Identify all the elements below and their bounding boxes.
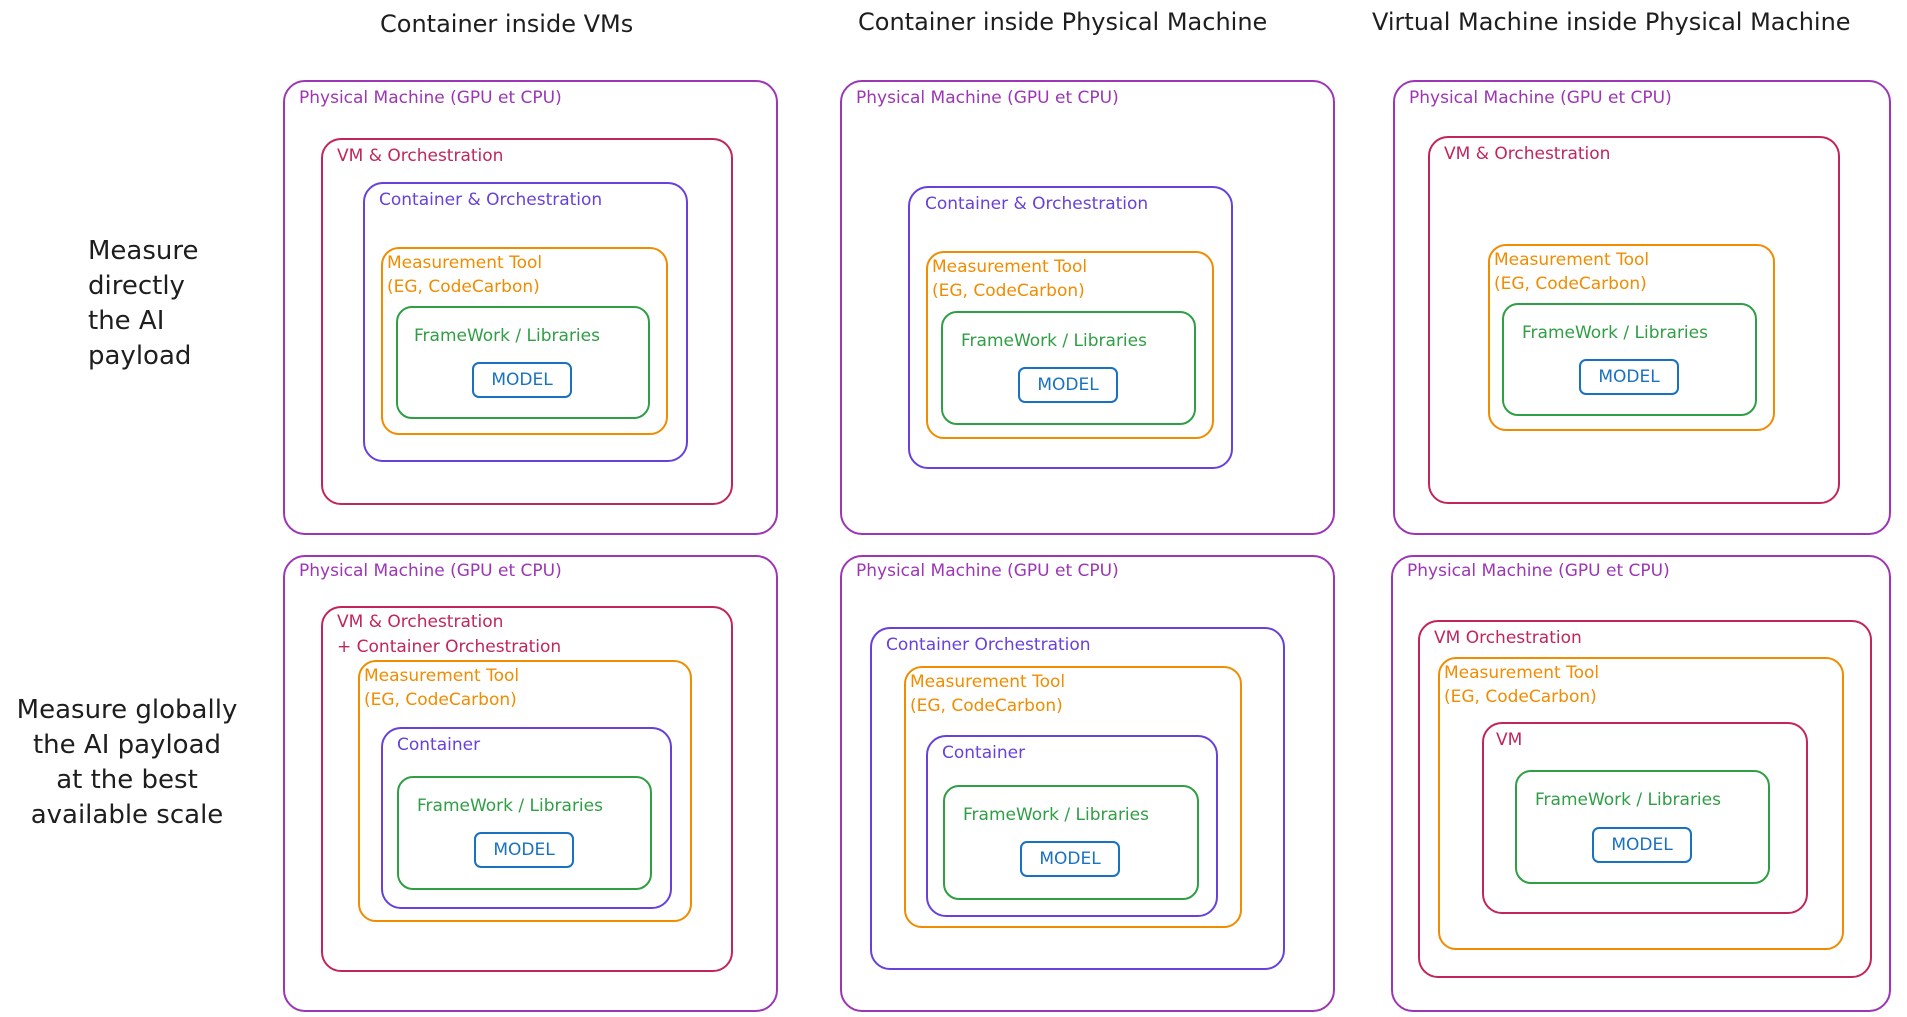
physical-machine-label: Physical Machine (GPU et CPU) [856, 88, 1119, 108]
column-title-vm-in-physical: Virtual Machine inside Physical Machine [1372, 8, 1851, 36]
framework-box: FrameWork / Libraries [1502, 303, 1757, 416]
container-orchestration-label: Container Orchestration [886, 635, 1091, 655]
vm-container-orchestration-label: VM & Orchestration + Container Orchestra… [337, 612, 562, 657]
vm-orchestration-label: VM Orchestration [1434, 628, 1582, 648]
framework-label: FrameWork / Libraries [414, 326, 600, 346]
physical-machine-label: Physical Machine (GPU et CPU) [856, 561, 1119, 581]
container-label: Container [397, 735, 481, 755]
measurement-tool-box: Measurement Tool (EG, CodeCarbon) [1488, 244, 1775, 431]
framework-label: FrameWork / Libraries [963, 805, 1149, 825]
container-orchestration-box: Container & Orchestration [908, 186, 1233, 469]
framework-label: FrameWork / Libraries [1535, 790, 1721, 810]
physical-machine-box: Physical Machine (GPU et CPU) [840, 555, 1335, 1012]
physical-machine-label: Physical Machine (GPU et CPU) [1407, 561, 1670, 581]
measurement-tool-label: Measurement Tool (EG, CodeCarbon) [932, 257, 1088, 301]
framework-label: FrameWork / Libraries [417, 796, 603, 816]
vm-orchestration-label: VM & Orchestration [1444, 144, 1611, 164]
framework-box: FrameWork / Libraries [397, 776, 652, 890]
measurement-tool-box: Measurement Tool (EG, CodeCarbon) [1438, 657, 1844, 950]
model-box: MODEL [1579, 359, 1679, 395]
framework-box: FrameWork / Libraries [1515, 770, 1770, 884]
measurement-tool-label: Measurement Tool (EG, CodeCarbon) [364, 666, 520, 710]
framework-label: FrameWork / Libraries [1522, 323, 1708, 343]
framework-box: FrameWork / Libraries [941, 311, 1196, 425]
row-label-measure-directly: Measure directly the AI payload [88, 236, 199, 371]
container-orchestration-label: Container & Orchestration [379, 190, 603, 210]
measurement-tool-box: Measurement Tool (EG, CodeCarbon) [926, 251, 1214, 439]
framework-box: FrameWork / Libraries [396, 306, 650, 419]
vm-orchestration-box: VM Orchestration [1418, 620, 1872, 978]
physical-machine-box: Physical Machine (GPU et CPU) [1393, 80, 1891, 535]
measurement-tool-box: Measurement Tool (EG, CodeCarbon) [381, 247, 668, 435]
container-orchestration-box: Container & Orchestration [363, 182, 688, 462]
container-orchestration-box: Container Orchestration [870, 627, 1285, 970]
measurement-tool-label: Measurement Tool (EG, CodeCarbon) [1494, 250, 1650, 294]
measurement-tool-box: Measurement Tool (EG, CodeCarbon) [904, 666, 1242, 928]
column-title-container-in-vms: Container inside VMs [380, 10, 634, 38]
model-box: MODEL [1592, 827, 1692, 863]
model-box: MODEL [474, 832, 574, 868]
framework-box: FrameWork / Libraries [943, 785, 1199, 900]
physical-machine-box: Physical Machine (GPU et CPU) [283, 555, 778, 1012]
model-box: MODEL [1018, 367, 1118, 403]
container-orchestration-label: Container & Orchestration [925, 194, 1149, 214]
vm-container-orchestration-box: VM & Orchestration + Container Orchestra… [321, 606, 733, 972]
measurement-tool-box: Measurement Tool (EG, CodeCarbon) [358, 660, 692, 922]
row-label-measure-globally: Measure globally the AI payload at the b… [16, 695, 238, 830]
physical-machine-label: Physical Machine (GPU et CPU) [299, 561, 562, 581]
physical-machine-label: Physical Machine (GPU et CPU) [1409, 88, 1672, 108]
physical-machine-box: Physical Machine (GPU et CPU) [840, 80, 1335, 535]
measurement-tool-label: Measurement Tool (EG, CodeCarbon) [387, 253, 543, 297]
physical-machine-label: Physical Machine (GPU et CPU) [299, 88, 562, 108]
framework-label: FrameWork / Libraries [961, 331, 1147, 351]
physical-machine-box: Physical Machine (GPU et CPU) [283, 80, 778, 535]
model-box: MODEL [1020, 841, 1120, 877]
vm-box: VM [1482, 722, 1808, 914]
vm-label: VM [1496, 730, 1523, 750]
container-box: Container [381, 727, 672, 909]
model-box: MODEL [472, 362, 572, 398]
measurement-tool-label: Measurement Tool (EG, CodeCarbon) [910, 672, 1066, 716]
vm-orchestration-label: VM & Orchestration [337, 146, 504, 166]
measurement-tool-label: Measurement Tool (EG, CodeCarbon) [1444, 663, 1600, 707]
vm-orchestration-box: VM & Orchestration [1428, 136, 1840, 504]
container-box: Container [926, 735, 1218, 917]
column-title-container-in-physical: Container inside Physical Machine [858, 8, 1268, 36]
physical-machine-box: Physical Machine (GPU et CPU) [1391, 555, 1891, 1012]
vm-orchestration-box: VM & Orchestration [321, 138, 733, 505]
container-label: Container [942, 743, 1026, 763]
